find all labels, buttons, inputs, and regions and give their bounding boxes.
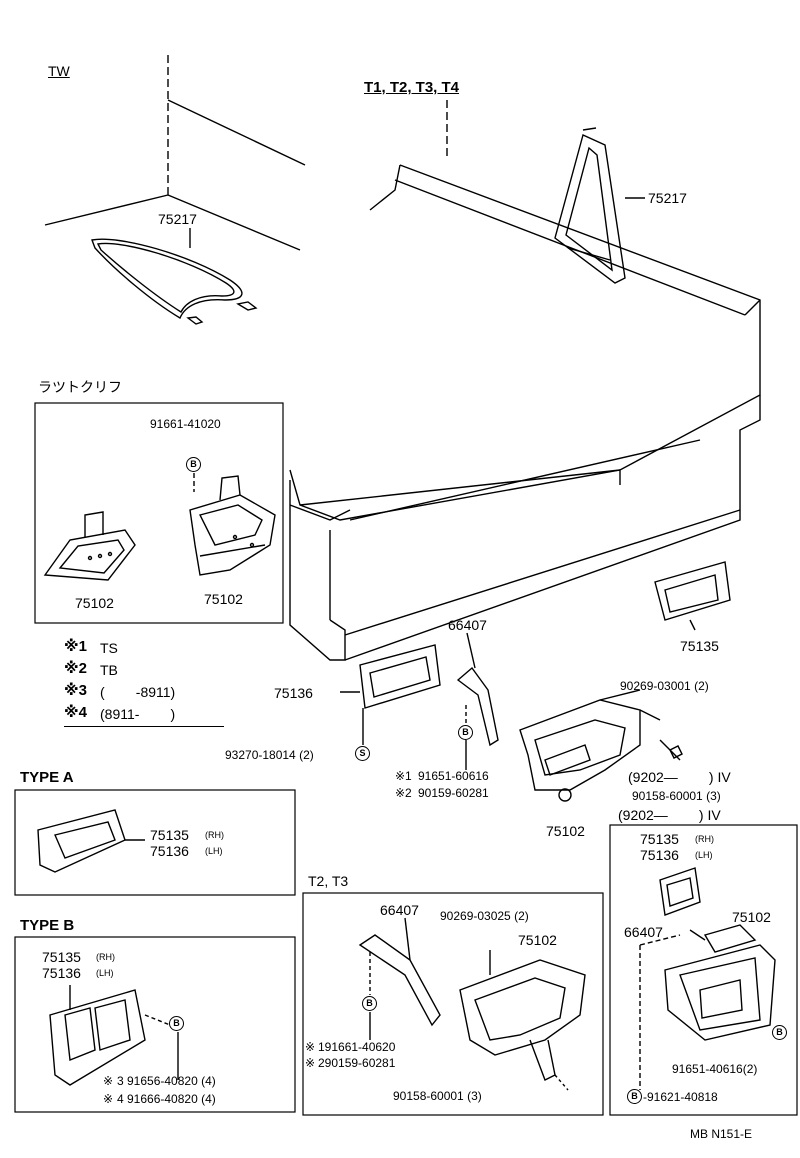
ast-1-main: ※1 xyxy=(395,769,412,783)
legend-key-4: ※4 xyxy=(64,704,87,721)
fastener-b-marker-main: B xyxy=(458,725,473,740)
part-75102-ratto-left: 75102 xyxy=(75,595,114,611)
bracket-75136-main xyxy=(340,644,441,745)
tw-strap-75217 xyxy=(91,228,258,325)
part-66407-main: 66407 xyxy=(448,617,487,633)
ratto-view-label: ラツトクリフ xyxy=(38,379,122,395)
part-75136-main: 75136 xyxy=(274,685,313,701)
iv-bracket-75102 xyxy=(639,934,776,1090)
part-75136-iv: 75136 xyxy=(640,847,679,863)
legend-key-3: ※3 xyxy=(64,682,87,699)
part-75102-ratto-right: 75102 xyxy=(204,591,243,607)
main-bed xyxy=(289,100,761,661)
type-b-label: TYPE B xyxy=(20,917,75,934)
part-9202-iv-a: (9202— ) IV xyxy=(628,769,731,785)
part-75135-main: 75135 xyxy=(680,638,719,654)
part-90158-60001-t2t3: 90158-60001 (3) xyxy=(393,1089,482,1103)
legend-key-2: ※2 xyxy=(64,660,87,677)
part-91651-40616: 91651-40616(2) xyxy=(672,1062,758,1076)
part-75102-main: 75102 xyxy=(546,823,585,839)
lh-tag-iv: (LH) xyxy=(695,850,713,860)
tw-view-label: TW xyxy=(48,63,70,79)
legend-val-4: (8911- ) xyxy=(100,706,176,722)
part-66407-iv: 66407 xyxy=(624,924,663,940)
t2t3-view-label: T2, T3 xyxy=(308,873,349,889)
diagram-reference-code: MB N151-E xyxy=(690,1127,753,1141)
t2t3-box xyxy=(302,892,604,1116)
ratto-box xyxy=(34,402,284,624)
part-90159-60281-t2t3: 290159-60281 xyxy=(318,1056,396,1070)
lh-tag-type-a: (LH) xyxy=(205,846,223,856)
ast-2-t2t3: ※ xyxy=(305,1056,316,1070)
rh-tag-type-a: (RH) xyxy=(205,830,224,840)
type-b-box xyxy=(14,936,296,1113)
part-91661-41020: 91661-41020 xyxy=(150,417,221,431)
legend-key-1: ※1 xyxy=(64,638,87,655)
iv-box xyxy=(609,824,798,1116)
fastener-b-marker-iv: B xyxy=(772,1025,787,1040)
t2t3-stay xyxy=(358,917,441,1040)
part-90269-03001: 90269-03001 (2) xyxy=(620,679,709,693)
ast-4-type-b: ※ xyxy=(103,1092,114,1106)
bracket-75135-main xyxy=(654,561,731,631)
type-a-bracket xyxy=(37,809,145,873)
ast-1-t2t3: ※ xyxy=(305,1040,316,1054)
part-75136-type-a: 75136 xyxy=(150,843,189,859)
part-91656-40820: 3 91656-40820 (4) xyxy=(117,1074,216,1088)
fastener-b-marker: B xyxy=(186,457,201,472)
part-90158-60001: 90158-60001 (3) xyxy=(632,789,721,803)
t-strap-75217 xyxy=(554,127,645,284)
fastener-b-marker-t2t3: B xyxy=(362,996,377,1011)
type-a-box xyxy=(14,789,296,896)
ast-2-main: ※2 xyxy=(395,786,412,800)
ast-3-type-b: ※ xyxy=(103,1074,114,1088)
legend-val-2: TB xyxy=(100,662,118,678)
part-75135-iv: 75135 xyxy=(640,831,679,847)
part-90159-60281: 90159-60281 xyxy=(418,786,489,800)
type-a-label: TYPE A xyxy=(20,769,74,786)
part-66407-t2t3: 66407 xyxy=(380,902,419,918)
tw-bed-corner xyxy=(44,55,306,251)
part-75136-type-b: 75136 xyxy=(42,965,81,981)
legend-val-3: ( -8911) xyxy=(100,684,176,700)
ratto-bracket-left xyxy=(43,511,136,581)
part-91666-40820: 4 91666-40820 (4) xyxy=(117,1092,216,1106)
lh-tag-type-b: (LH) xyxy=(96,968,114,978)
ratto-bracket-right xyxy=(189,465,276,576)
part-75217-tw: 75217 xyxy=(158,211,197,227)
bracket-75102-main xyxy=(519,689,683,802)
legend-rule xyxy=(64,726,224,727)
fastener-b-marker-iv-bottom: B xyxy=(627,1089,642,1104)
part-91651-60616: 91651-60616 xyxy=(418,769,489,783)
part-75135-type-b: 75135 xyxy=(42,949,81,965)
screw-s-marker: S xyxy=(355,746,370,761)
iv-stay-66407 xyxy=(689,924,757,953)
legend-val-1: TS xyxy=(100,640,118,656)
rh-tag-iv: (RH) xyxy=(695,834,714,844)
part-9202-iv-b: (9202— ) IV xyxy=(618,807,721,823)
fastener-b-marker-type-b: B xyxy=(169,1016,184,1031)
part-93270-18014: 93270-18014 (2) xyxy=(225,748,314,762)
part-75102-t2t3: 75102 xyxy=(518,932,557,948)
rh-tag-type-b: (RH) xyxy=(96,952,115,962)
stay-66407-main xyxy=(456,632,499,770)
part-75102-iv: 75102 xyxy=(732,909,771,925)
part-90269-03025: 90269-03025 (2) xyxy=(440,909,529,923)
t2t3-bracket xyxy=(459,950,586,1091)
part-91621-40818: -91621-40818 xyxy=(643,1090,718,1104)
part-91661-40620: 191661-40620 xyxy=(318,1040,396,1054)
part-75135-type-a: 75135 xyxy=(150,827,189,843)
part-75217-t: 75217 xyxy=(648,190,687,206)
iv-bracket-75135 xyxy=(659,867,701,916)
t1-t4-view-label: T1, T2, T3, T4 xyxy=(364,79,460,96)
type-b-bracket xyxy=(49,985,179,1086)
